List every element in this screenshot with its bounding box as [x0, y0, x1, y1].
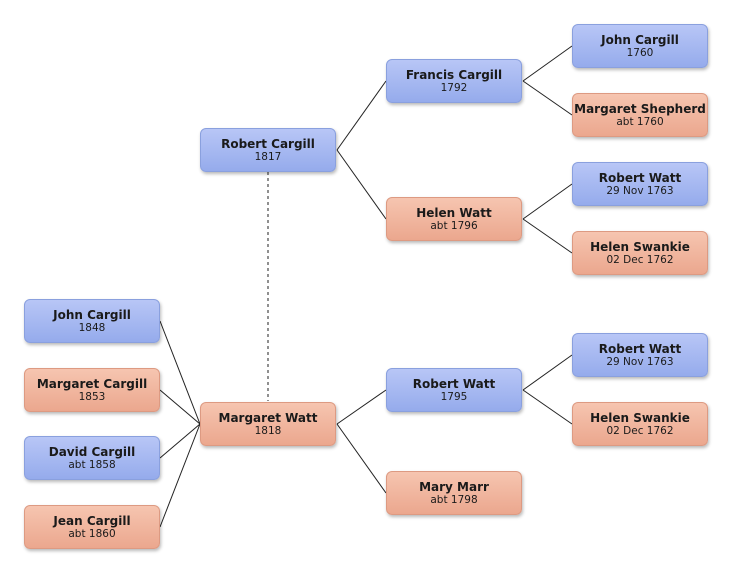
- connector-line: [522, 45, 573, 82]
- connector-line: [336, 149, 387, 220]
- person-robert-watt-1795[interactable]: Robert Watt 1795: [386, 368, 522, 412]
- person-date: 02 Dec 1762: [606, 253, 674, 266]
- person-robert-watt-1763-b[interactable]: Robert Watt 29 Nov 1763: [572, 333, 708, 377]
- connector-line: [522, 389, 573, 425]
- person-helen-swankie-a[interactable]: Helen Swankie 02 Dec 1762: [572, 231, 708, 275]
- person-robert-cargill[interactable]: Robert Cargill 1817: [200, 128, 336, 172]
- connector-line: [159, 320, 201, 425]
- person-name: Francis Cargill: [405, 67, 503, 82]
- person-name: Margaret Cargill: [36, 376, 148, 391]
- person-margaret-cargill[interactable]: Margaret Cargill 1853: [24, 368, 160, 412]
- person-date: 29 Nov 1763: [606, 355, 674, 368]
- connector-line: [522, 80, 573, 116]
- connector-line: [159, 389, 201, 425]
- person-date: abt 1760: [616, 115, 664, 128]
- person-date: 1853: [78, 390, 106, 403]
- person-john-cargill-1760[interactable]: John Cargill 1760: [572, 24, 708, 68]
- connector-line: [336, 80, 387, 151]
- person-name: Robert Watt: [598, 170, 682, 185]
- person-date: 1817: [254, 150, 282, 163]
- person-name: Margaret Shepherd: [574, 101, 706, 116]
- person-date: abt 1858: [68, 458, 116, 471]
- person-name: Helen Swankie: [590, 239, 690, 254]
- person-margaret-shepherd[interactable]: Margaret Shepherd abt 1760: [572, 93, 708, 137]
- person-date: abt 1798: [430, 493, 478, 506]
- person-name: Robert Watt: [412, 376, 496, 391]
- connector-line: [522, 354, 573, 391]
- person-mary-marr[interactable]: Mary Marr abt 1798: [386, 471, 522, 515]
- person-date: abt 1796: [430, 219, 478, 232]
- person-name: John Cargill: [601, 32, 679, 47]
- person-date: 1848: [78, 321, 106, 334]
- person-jean-cargill[interactable]: Jean Cargill abt 1860: [24, 505, 160, 549]
- person-date: 29 Nov 1763: [606, 184, 674, 197]
- person-date: 02 Dec 1762: [606, 424, 674, 437]
- person-date: 1818: [254, 424, 282, 437]
- person-name: Margaret Watt: [218, 410, 318, 425]
- person-name: Helen Watt: [416, 205, 492, 220]
- person-david-cargill[interactable]: David Cargill abt 1858: [24, 436, 160, 480]
- connector-line: [336, 389, 387, 425]
- person-name: Mary Marr: [419, 479, 489, 494]
- person-date: abt 1860: [68, 527, 116, 540]
- person-date: 1760: [626, 46, 654, 59]
- person-date: 1792: [440, 81, 468, 94]
- connector-line: [159, 423, 201, 528]
- person-name: David Cargill: [48, 444, 136, 459]
- connector-line: [336, 423, 387, 494]
- person-helen-swankie-b[interactable]: Helen Swankie 02 Dec 1762: [572, 402, 708, 446]
- person-francis-cargill[interactable]: Francis Cargill 1792: [386, 59, 522, 103]
- connector-line: [522, 183, 573, 220]
- connector-line: [522, 218, 573, 254]
- connector-line: [159, 423, 201, 459]
- person-name: Helen Swankie: [590, 410, 690, 425]
- person-robert-watt-1763-a[interactable]: Robert Watt 29 Nov 1763: [572, 162, 708, 206]
- person-date: 1795: [440, 390, 468, 403]
- person-name: Robert Cargill: [221, 136, 315, 151]
- person-helen-watt[interactable]: Helen Watt abt 1796: [386, 197, 522, 241]
- person-margaret-watt[interactable]: Margaret Watt 1818: [200, 402, 336, 446]
- person-name: Robert Watt: [598, 341, 682, 356]
- person-name: John Cargill: [53, 307, 131, 322]
- person-name: Jean Cargill: [53, 513, 131, 528]
- person-john-cargill-1848[interactable]: John Cargill 1848: [24, 299, 160, 343]
